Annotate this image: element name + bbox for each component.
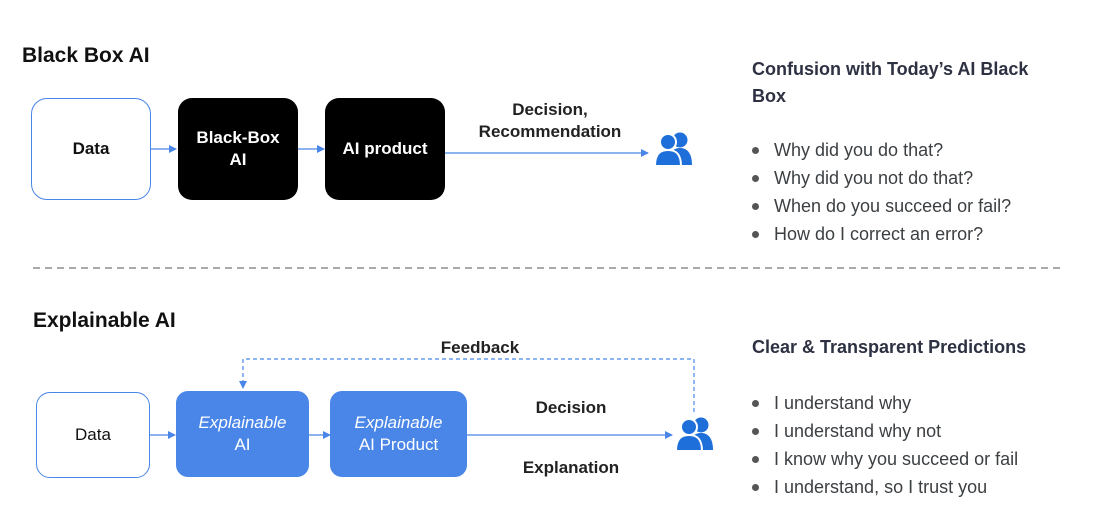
ai-product-box: AI product bbox=[325, 98, 445, 200]
clear-transparent-heading: Clear & Transparent Predictions bbox=[752, 337, 1027, 357]
explainable-product-label-line2: AI Product bbox=[358, 435, 439, 454]
list-item: I know why you succeed or fail bbox=[750, 445, 1018, 473]
list-item: When do you succeed or fail? bbox=[750, 192, 1011, 220]
data-box: Data bbox=[31, 98, 151, 200]
list-item: I understand, so I trust you bbox=[750, 473, 1018, 501]
trust-bullet-list: I understand why I understand why not I … bbox=[750, 389, 1018, 501]
feedback-loop-arrow bbox=[239, 358, 695, 412]
black-box-ai-label-line2: AI bbox=[229, 150, 247, 169]
data-box: Data bbox=[36, 392, 150, 478]
list-item: Why did you do that? bbox=[750, 136, 1011, 164]
list-item: I understand why not bbox=[750, 417, 1018, 445]
users-icon bbox=[675, 417, 713, 452]
decision-label-line1: Decision, bbox=[512, 100, 588, 119]
explainable-product-label-line1: Explainable bbox=[354, 413, 443, 432]
black-box-ai-title: Black Box AI bbox=[22, 44, 150, 67]
feedback-label: Feedback bbox=[440, 338, 520, 357]
black-box-ai-label-line1: Black-Box bbox=[196, 128, 280, 147]
explainable-ai-product-box: Explainable AI Product bbox=[330, 391, 467, 477]
explainable-ai-label-line2: AI bbox=[234, 435, 251, 454]
black-box-ai-box: Black-Box AI bbox=[178, 98, 298, 200]
list-item: Why did you not do that? bbox=[750, 164, 1011, 192]
decision-recommendation-label: Decision, Recommendation bbox=[470, 99, 630, 143]
decision-label: Decision bbox=[535, 398, 607, 417]
explainable-ai-box: Explainable AI bbox=[176, 391, 309, 477]
confusion-heading: Confusion with Today’s AI Black Box bbox=[752, 56, 1082, 110]
confusion-bullet-list: Why did you do that? Why did you not do … bbox=[750, 136, 1011, 248]
decision-label-line2: Recommendation bbox=[478, 122, 622, 141]
confusion-heading-line2: Box bbox=[752, 86, 787, 106]
explanation-label: Explanation bbox=[522, 458, 620, 477]
list-item: How do I correct an error? bbox=[750, 220, 1011, 248]
explainable-ai-label-line1: Explainable bbox=[198, 413, 287, 432]
list-item: I understand why bbox=[750, 389, 1018, 417]
confusion-heading-line1: Confusion with Today’s AI Black bbox=[752, 59, 1029, 79]
explainable-ai-title: Explainable AI bbox=[33, 309, 176, 332]
users-icon bbox=[654, 132, 692, 167]
